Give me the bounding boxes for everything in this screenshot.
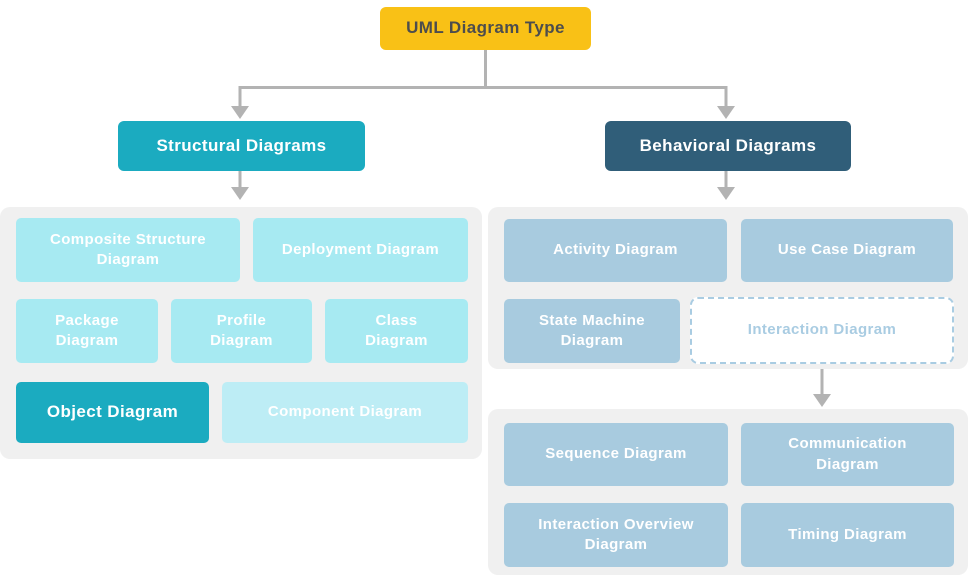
node-class-diagram: Class Diagram	[325, 299, 468, 363]
node-sequence-diagram: Sequence Diagram	[504, 423, 728, 486]
node-interaction-diagram: Interaction Diagram	[690, 297, 954, 364]
node-label: Sequence Diagram	[545, 445, 687, 463]
node-composite-structure-diagram: Composite Structure Diagram	[16, 218, 240, 282]
node-label: State Machine Diagram	[538, 311, 646, 349]
node-label: Deployment Diagram	[281, 240, 440, 258]
node-label: Interaction Overview Diagram	[538, 515, 694, 553]
node-label: Activity Diagram	[553, 241, 678, 259]
node-profile-diagram: Profile Diagram	[171, 299, 312, 363]
node-object-diagram: Object Diagram	[16, 382, 209, 443]
node-use-case-diagram: Use Case Diagram	[741, 219, 953, 282]
node-label: Composite Structure Diagram	[50, 230, 206, 268]
node-package-diagram: Package Diagram	[16, 299, 158, 363]
node-label: Timing Diagram	[788, 525, 907, 543]
arrowhead-to-behavioral-branch	[717, 106, 735, 119]
node-interaction-overview-diagram: Interaction Overview Diagram	[504, 503, 728, 567]
node-structural-diagrams: Structural Diagrams	[118, 121, 365, 171]
arrowhead-to-structural-branch	[231, 106, 249, 119]
node-label: Behavioral Diagrams	[639, 135, 817, 155]
arrowhead-to-behavioral-group	[717, 187, 735, 200]
node-label: Interaction Diagram	[747, 321, 897, 339]
node-label: Object Diagram	[46, 402, 179, 422]
node-behavioral-diagrams: Behavioral Diagrams	[605, 121, 851, 171]
node-label: Class Diagram	[365, 311, 428, 349]
node-label: Structural Diagrams	[156, 135, 327, 155]
node-component-diagram: Component Diagram	[222, 382, 468, 443]
node-communication-diagram: Communication Diagram	[741, 423, 954, 486]
node-uml-diagram-type: UML Diagram Type	[380, 7, 591, 50]
node-timing-diagram: Timing Diagram	[741, 503, 954, 567]
arrowhead-to-structural-group	[231, 187, 249, 200]
node-deployment-diagram: Deployment Diagram	[253, 218, 468, 282]
node-label: Package Diagram	[55, 311, 119, 349]
node-activity-diagram: Activity Diagram	[504, 219, 727, 282]
node-label: Communication Diagram	[788, 435, 907, 473]
node-label: Use Case Diagram	[777, 241, 917, 259]
node-label: Profile Diagram	[210, 311, 273, 349]
node-label: UML Diagram Type	[406, 18, 565, 38]
node-state-machine-diagram: State Machine Diagram	[504, 299, 680, 363]
node-label: Component Diagram	[267, 403, 423, 421]
arrowhead-to-interaction-group	[813, 394, 831, 407]
